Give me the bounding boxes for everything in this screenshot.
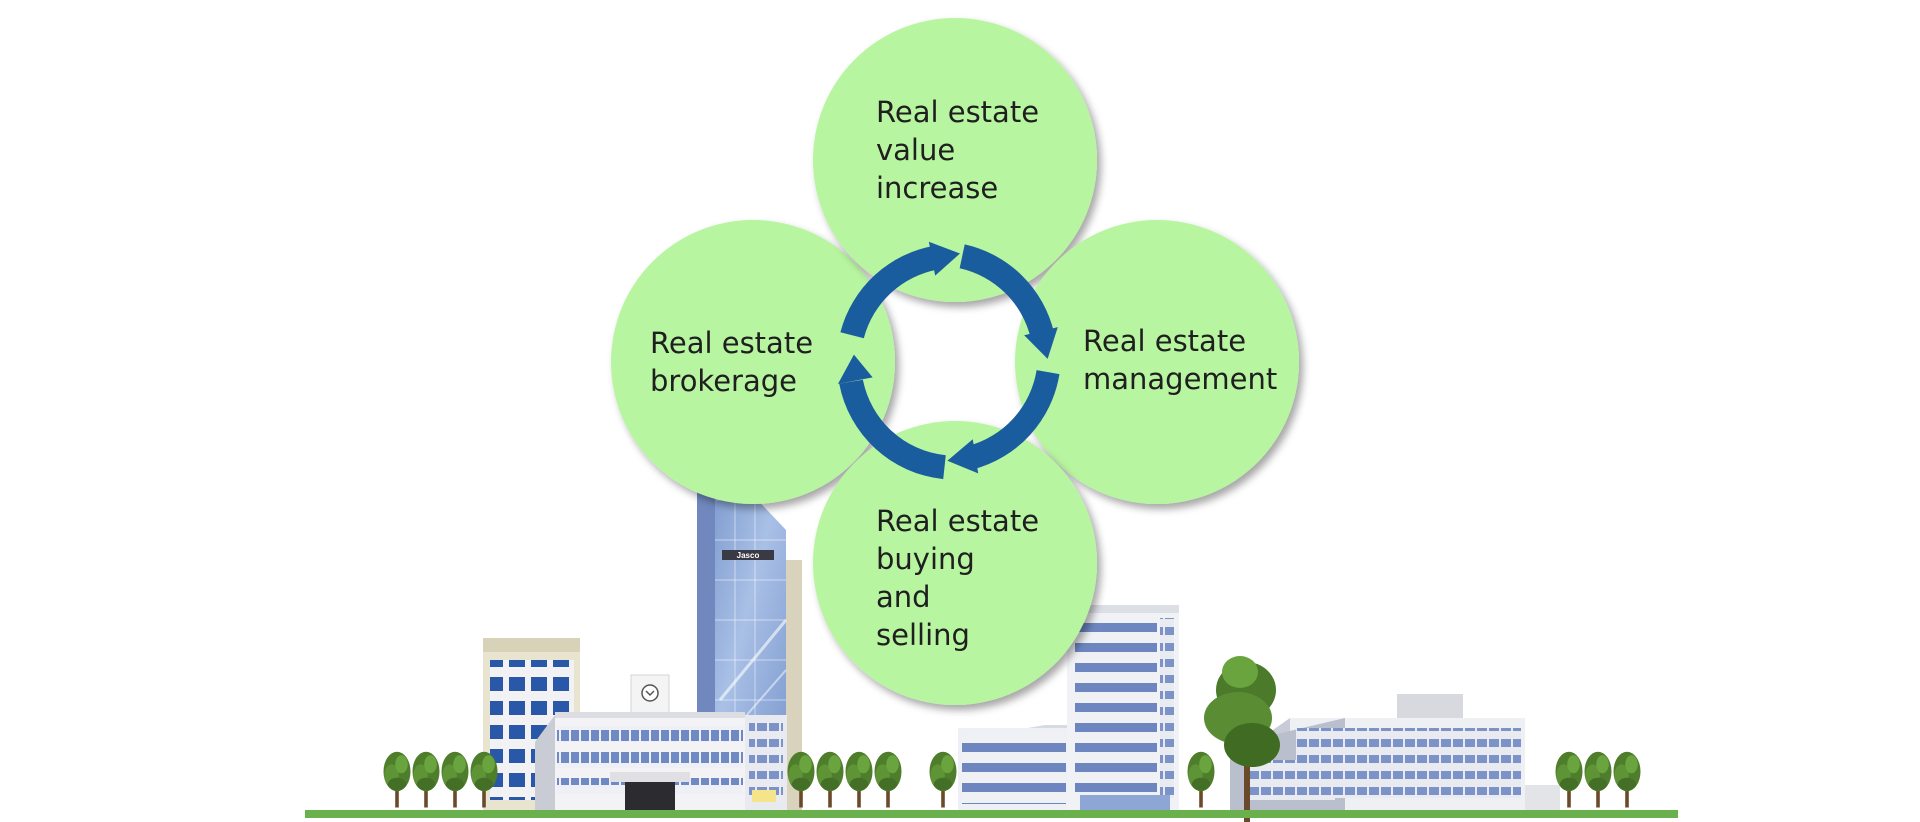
clock-block [630,674,670,716]
label-value-increase-line3: increase [876,171,998,205]
ground-strip [305,810,1678,818]
label-buying-selling-line4: selling [876,618,970,652]
arrow-head-bottom-right [947,439,979,474]
label-value-increase-line1: Real estate [876,95,1039,129]
arrow-top-right [959,244,1055,339]
arrow-head-bottom-left [837,354,873,384]
label-brokerage-line2: brokerage [650,364,797,398]
building-wide-blue [535,712,787,812]
label-value-increase: Real estate value increase [876,95,1048,205]
city-skyline: Jasco [305,455,1678,822]
circle-brokerage [611,220,895,504]
building-right-long [1230,694,1560,812]
arrow-head-top-right [1024,327,1058,359]
label-brokerage: Real estate brokerage [650,326,822,398]
large-tree [1204,656,1280,822]
arrow-bottom-left [839,379,946,480]
label-buying-selling-line3: and [876,580,931,614]
tower-sign [722,550,774,560]
arrow-bottom-right [967,370,1060,470]
building-mid-low [958,725,1070,812]
arrow-head-top-left [928,241,960,276]
tower-sign-text: Jasco [737,551,760,560]
circle-value-increase [813,18,1097,302]
clock-icon [641,684,659,702]
circle-buying-selling [813,421,1097,705]
circle-management [1015,220,1299,504]
entrance [625,782,675,812]
label-buying-selling: Real estate buying and selling [876,504,1048,652]
building-tall-white [1067,605,1179,812]
label-management-line2: management [1083,362,1277,396]
label-value-increase-line2: value [876,133,955,167]
label-management: Real estate management [1083,324,1277,396]
label-brokerage-line1: Real estate [650,326,813,360]
arrow-top-left [840,245,939,339]
label-management-line1: Real estate [1083,324,1246,358]
cycle-diagram: Real estate value increase Real estate m… [611,18,1299,705]
label-buying-selling-line1: Real estate [876,504,1039,538]
cycle-arrows [837,241,1060,480]
label-buying-selling-line2: buying [876,542,975,576]
